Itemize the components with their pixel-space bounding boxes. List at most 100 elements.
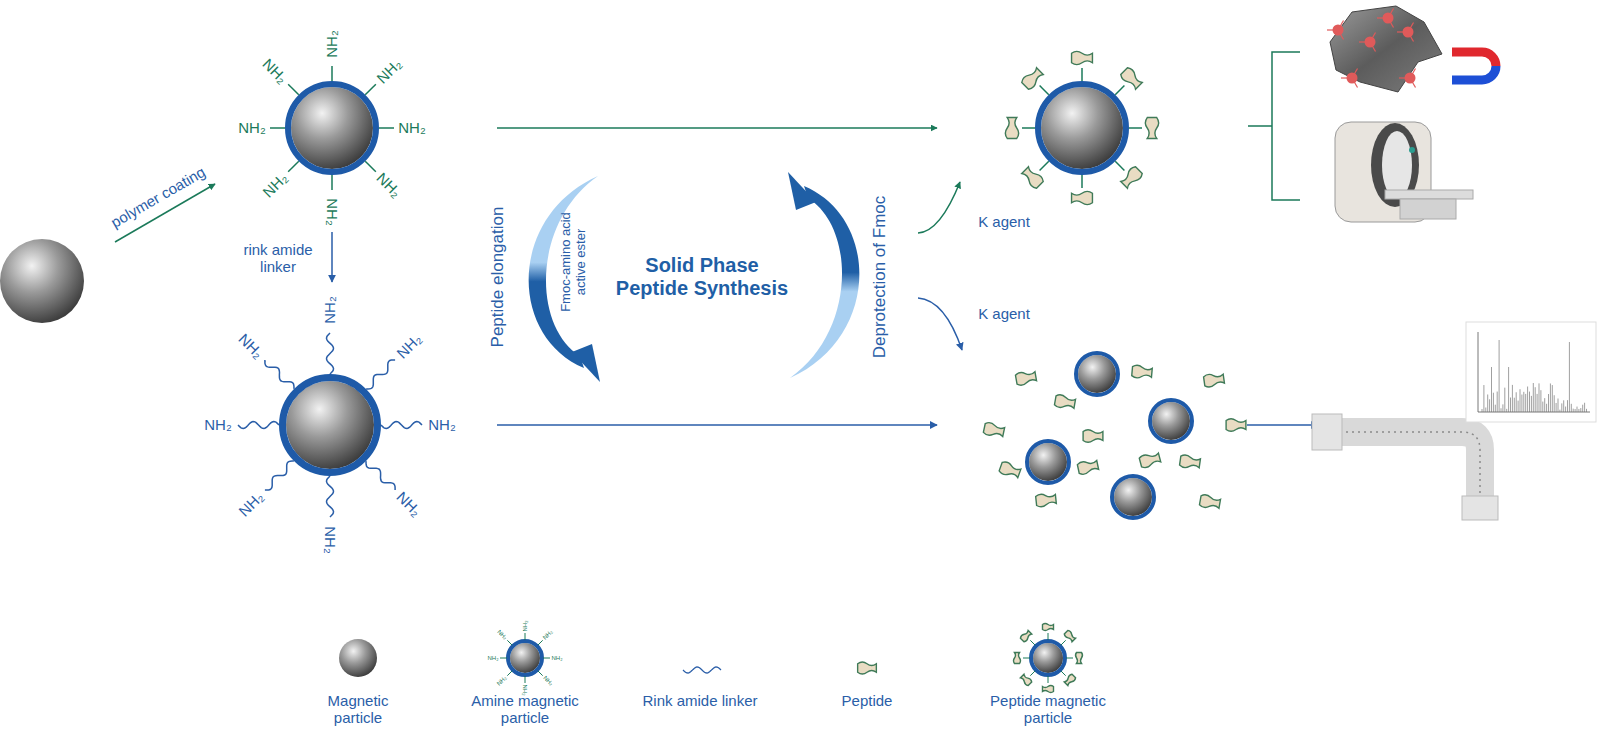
peptide (1083, 430, 1103, 443)
amine-group: NH₂ (541, 674, 554, 687)
mri-table-base (1400, 199, 1456, 219)
chart-peak (1565, 407, 1566, 412)
peptide-stem (1081, 175, 1083, 188)
chart-peak (1529, 392, 1530, 412)
chart-peak (1575, 409, 1576, 412)
amine-stem (538, 640, 543, 645)
chart-peak (1554, 395, 1555, 412)
chart-peak (1578, 409, 1579, 412)
column-tube (1340, 432, 1480, 512)
amine-group: NH₂ (235, 488, 267, 520)
chart-peak (1531, 396, 1532, 412)
column-fitting (1462, 496, 1498, 520)
peptide-stem (1040, 86, 1049, 95)
magnet-red (1452, 52, 1496, 66)
cycle-arrowhead (788, 172, 816, 210)
peptide (999, 461, 1022, 480)
amine-group: NH₂ (373, 56, 405, 88)
chart-peak (1542, 402, 1543, 412)
chart-peak (1491, 367, 1492, 412)
peptide (1020, 66, 1044, 90)
chart-peak (1487, 394, 1488, 412)
peptide-stem (1129, 127, 1142, 129)
magnetic-particle (1033, 643, 1063, 673)
chart-peak (1499, 340, 1500, 412)
amine-group: NH₂ (496, 674, 509, 687)
chart-peak (1546, 404, 1547, 412)
chart-peak (1512, 385, 1513, 412)
peptide (1077, 459, 1099, 475)
chart-peak (1514, 398, 1515, 412)
peptide (1072, 191, 1093, 204)
k-agent-arrow (918, 182, 960, 233)
peptide (1199, 494, 1221, 510)
peptide (1226, 419, 1246, 432)
magnetic-particle (0, 239, 84, 323)
fluorine-dot (1347, 73, 1358, 84)
chart-peak (1508, 367, 1509, 412)
cycle-title: Solid Phase Peptide Synthesis (611, 254, 793, 300)
chart-peak (1527, 387, 1528, 412)
chart-peak (1520, 389, 1521, 412)
cycle-arrowhead (572, 344, 600, 382)
chart-peak (1535, 387, 1536, 412)
amine-stem (525, 676, 526, 683)
peptide (1020, 674, 1033, 687)
amine-group: NH₂ (522, 621, 529, 632)
chart-peak (1577, 407, 1578, 412)
amine-group: NH₂ (552, 655, 563, 662)
chart-peak (1548, 394, 1549, 412)
mri-bore-inner (1382, 131, 1412, 199)
rink-amide-linker (265, 461, 294, 490)
chart-peak (1504, 388, 1505, 412)
peptide (1145, 118, 1158, 139)
process-arrow (1247, 424, 1318, 426)
peptide-stem (1040, 161, 1049, 170)
amine-group: NH₂ (323, 198, 340, 226)
peptide (1005, 118, 1018, 139)
peptide (1064, 674, 1077, 687)
polymer-coating (1031, 641, 1065, 675)
peptide (858, 662, 877, 674)
amine-stem (500, 658, 507, 659)
chart-peak (1518, 401, 1519, 412)
amine-group: NH₂ (488, 655, 499, 662)
magnetic-particle (1041, 87, 1123, 169)
cycle-step: Peptide elongation (488, 207, 508, 348)
legend-label: Rink amide linker (642, 692, 757, 709)
chart-peak (1559, 410, 1560, 412)
bracket (1248, 52, 1300, 200)
chart-peak (1580, 408, 1581, 412)
chart-peak (1556, 403, 1557, 412)
chart-peak (1495, 405, 1496, 412)
reagent-label: Fmoc-amino acid active ester (559, 203, 589, 321)
amine-stem (507, 671, 512, 676)
amine-group: NH₂ (321, 526, 338, 554)
chart-peak (1523, 392, 1524, 412)
peptide-stem (1061, 671, 1066, 676)
fluorine-dot (1333, 25, 1344, 36)
chart-peak (1550, 383, 1551, 412)
amine-group: NH₂ (260, 56, 292, 88)
chart-peak (1563, 400, 1564, 412)
peptide (1015, 370, 1037, 386)
legend-label: Peptide (842, 692, 893, 709)
fluorine-dot (1403, 27, 1414, 38)
amine-group: NH₂ (393, 488, 425, 520)
chart-axes (1478, 332, 1590, 412)
rink-amide-linker (366, 461, 395, 490)
chart-peak (1501, 408, 1502, 412)
magnetic-particle (291, 87, 373, 169)
magnetic-particle (339, 639, 377, 677)
polymer-coating (1038, 84, 1126, 172)
chart-peak (1584, 403, 1585, 412)
mri-table (1385, 190, 1473, 199)
amine-group: NH₂ (323, 30, 340, 58)
amine-group: NH₂ (541, 629, 554, 642)
cycle-arrow (790, 186, 859, 378)
magnetic-particle (510, 643, 540, 673)
amine-group: NH₂ (496, 629, 509, 642)
process-arrow (497, 127, 937, 129)
amine-stem (288, 161, 299, 172)
